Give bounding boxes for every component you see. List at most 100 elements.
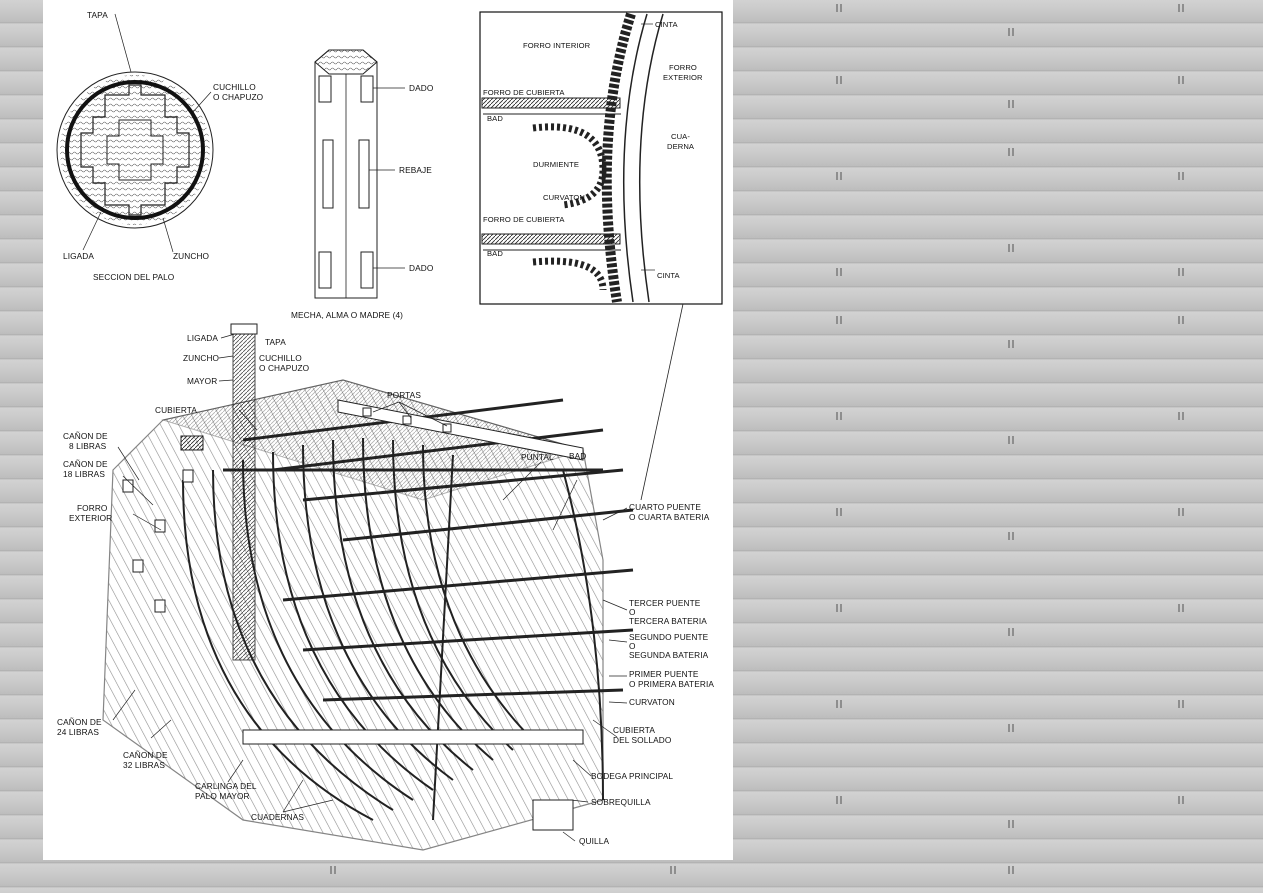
rivet-decoration (1008, 28, 1014, 36)
rivet-decoration (1178, 4, 1184, 12)
mast-section-drawing (56, 13, 214, 253)
rivet-decoration (1178, 76, 1184, 84)
mast-section-label-cuchillo: CUCHILLO (213, 82, 256, 92)
rivet-decoration (836, 604, 842, 612)
label-carlinga-2: PALO MAYOR (195, 791, 250, 801)
label-cubierta: CUBIERTA (155, 405, 197, 415)
label-segundo-puente-1: SEGUNDO PUENTE (629, 632, 709, 642)
rivet-decoration (836, 268, 842, 276)
label-segundo-puente-3: SEGUNDA BATERIA (629, 650, 709, 660)
mast-section-label-chapuzo: O CHAPUZO (213, 92, 264, 102)
mast-section-label-ligada: LIGADA (63, 251, 94, 261)
mast-core-label-rebaje: REBAJE (399, 165, 432, 175)
rivet-decoration (1178, 796, 1184, 804)
ship-cutaway-diagram: TAPA CUCHILLO O CHAPUZO LIGADA ZUNCHO SE… (56, 10, 723, 851)
detail-label-cinta-bottom: CINTA (657, 271, 681, 280)
detail-label-cinta-top: CINTA (655, 20, 679, 29)
rivet-decoration (1178, 700, 1184, 708)
rivet-decoration (330, 866, 336, 874)
label-zuncho: ZUNCHO (183, 353, 220, 363)
label-puntal: PUNTAL (521, 452, 554, 462)
rivet-decoration (836, 412, 842, 420)
label-tapa: TAPA (265, 337, 286, 347)
label-curvaton: CURVATON (629, 697, 675, 707)
label-tercer-puente-3: TERCERA BATERIA (629, 616, 707, 626)
rivet-decoration (1008, 100, 1014, 108)
detail-label-bad-bottom: BAD (487, 249, 503, 258)
rivet-decoration (1008, 244, 1014, 252)
mast-section-label-tapa: TAPA (87, 10, 108, 20)
label-canon18-2: 18 LIBRAS (63, 469, 105, 479)
hull-leader-lines (112, 333, 628, 842)
rivet-decoration (1178, 172, 1184, 180)
label-carlinga-1: CARLINGA DEL (195, 781, 257, 791)
label-ligada: LIGADA (187, 333, 218, 343)
label-mayor: MAYOR (187, 376, 217, 386)
mast-section-title: SECCION DEL PALO (93, 272, 175, 282)
detail-label-durmiente: DURMIENTE (533, 160, 579, 169)
rivet-decoration (670, 866, 676, 874)
mast-core-drawing (314, 49, 405, 299)
mast-section-label-zuncho: ZUNCHO (173, 251, 210, 261)
inset-leader-line (640, 303, 684, 501)
rivet-decoration (1008, 148, 1014, 156)
rivet-decoration (1178, 412, 1184, 420)
detail-label-forro-exterior-2: EXTERIOR (663, 73, 703, 82)
rivet-decoration (836, 316, 842, 324)
label-chapuzo: O CHAPUZO (259, 363, 310, 373)
label-cuarto-puente-1: CUARTO PUENTE (629, 502, 701, 512)
mast-core-title: MECHA, ALMA O MADRE (4) (291, 310, 403, 320)
label-canon32-1: CAÑON DE (123, 750, 168, 760)
diagram-sheet: TAPA CUCHILLO O CHAPUZO LIGADA ZUNCHO SE… (43, 0, 733, 860)
mast-core-label-dado-top: DADO (409, 83, 434, 93)
rivet-decoration (1178, 508, 1184, 516)
label-portas: PORTAS (387, 390, 421, 400)
label-tercer-puente-2: O (629, 607, 636, 617)
label-canon32-2: 32 LIBRAS (123, 760, 165, 770)
rivet-decoration (1008, 724, 1014, 732)
rivet-decoration (1008, 532, 1014, 540)
label-forro-exterior-1: FORRO (77, 503, 108, 513)
label-cuadernas: CUADERNAS (251, 812, 304, 822)
label-segundo-puente-2: O (629, 641, 636, 651)
rivet-decoration (1008, 436, 1014, 444)
hull-cutaway-drawing (102, 323, 634, 851)
label-primer-puente-1: PRIMER PUENTE (629, 669, 699, 679)
detail-label-cuaderna-1: CUA- (671, 132, 690, 141)
label-canon18-1: CAÑON DE (63, 459, 108, 469)
label-bad: BAD (569, 451, 586, 461)
rivet-decoration (836, 796, 842, 804)
detail-label-forro-cubierta-bottom: FORRO DE CUBIERTA (483, 215, 565, 224)
detail-label-forro-exterior-1: FORRO (669, 63, 697, 72)
label-cuchillo: CUCHILLO (259, 353, 302, 363)
label-forro-exterior-2: EXTERIOR (69, 513, 112, 523)
label-cubierta-sollado-2: DEL SOLLADO (613, 735, 672, 745)
rivet-decoration (1008, 628, 1014, 636)
rivet-decoration (836, 76, 842, 84)
label-canon24-2: 24 LIBRAS (57, 727, 99, 737)
rivet-decoration (836, 508, 842, 516)
mast-core-label-dado-bottom: DADO (409, 263, 434, 273)
detail-label-forro-interior: FORRO INTERIOR (523, 41, 591, 50)
label-canon8-2: 8 LIBRAS (69, 441, 107, 451)
label-bodega-principal: BODEGA PRINCIPAL (591, 771, 673, 781)
detail-label-forro-cubierta-top: FORRO DE CUBIERTA (483, 88, 565, 97)
label-tercer-puente-1: TERCER PUENTE (629, 598, 701, 608)
label-canon8-1: CAÑON DE (63, 431, 108, 441)
label-canon24-1: CAÑON DE (57, 717, 102, 727)
rivet-decoration (1178, 316, 1184, 324)
detail-label-curvaton: CURVATON (543, 193, 585, 202)
label-cuarto-puente-2: O CUARTA BATERIA (629, 512, 710, 522)
detail-label-bad-top: BAD (487, 114, 503, 123)
label-cubierta-sollado-1: CUBIERTA (613, 725, 655, 735)
rivet-decoration (1008, 820, 1014, 828)
label-quilla: QUILLA (579, 836, 609, 846)
rivet-decoration (1008, 866, 1014, 874)
label-sobrequilla: SOBREQUILLA (591, 797, 651, 807)
detail-label-cuaderna-2: DERNA (667, 142, 695, 151)
rivet-decoration (836, 700, 842, 708)
rivet-decoration (1178, 268, 1184, 276)
label-primer-puente-2: O PRIMERA BATERIA (629, 679, 714, 689)
rivet-decoration (1178, 604, 1184, 612)
hull-detail-inset (479, 11, 723, 305)
